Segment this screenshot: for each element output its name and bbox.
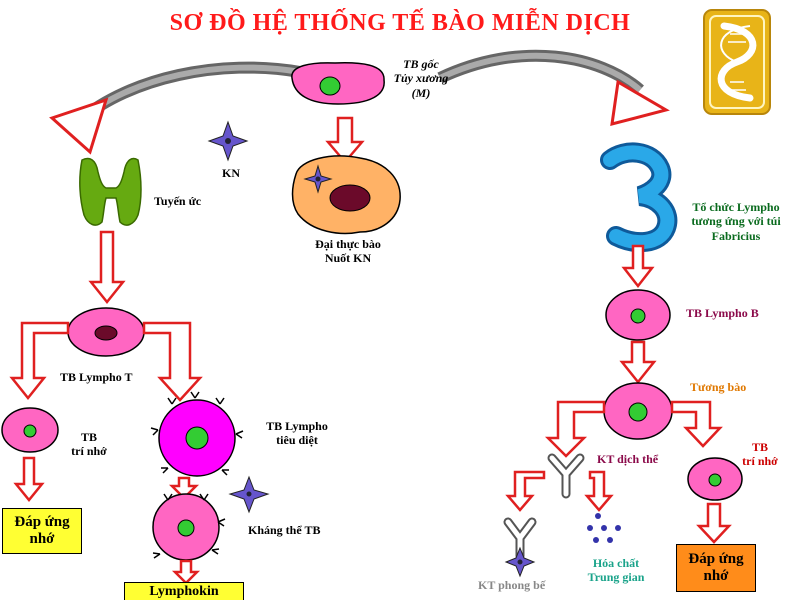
humoral-antibody-label: KT dịch thể bbox=[597, 452, 659, 466]
arrow-killer-to-antibody bbox=[168, 476, 200, 500]
thymus-label: Tuyến ức bbox=[154, 194, 202, 208]
arrow-y-to-mediator bbox=[584, 470, 614, 512]
plasma-cell bbox=[603, 382, 673, 440]
lymphokin-box: Lymphokin bbox=[124, 582, 244, 600]
memory-response-right-box: Đáp ứng nhớ bbox=[676, 544, 756, 592]
memory-response-left-box: Đáp ứng nhớ bbox=[2, 508, 82, 554]
blocking-antibody-label: KT phong bế bbox=[478, 578, 546, 592]
antibody-y-icon bbox=[547, 453, 585, 499]
antibody-t-cell bbox=[152, 493, 226, 561]
memory-response-right-line2: nhớ bbox=[703, 568, 729, 585]
macrophage-cell bbox=[291, 155, 401, 235]
memory-response-right-line1: Đáp ứng bbox=[688, 551, 744, 567]
arrow-plasma-to-memory-b bbox=[670, 400, 723, 448]
stem-cell bbox=[291, 62, 385, 105]
killer-t-label-line1: TB Lympho bbox=[266, 419, 328, 433]
lympho-t-label: TB Lympho T bbox=[60, 370, 133, 384]
stem-cell-label: TB gốc Tủy xương (M) bbox=[384, 57, 458, 100]
memory-response-left-line1: Đáp ứng bbox=[14, 514, 70, 530]
memory-t-label: TB trí nhớ bbox=[64, 430, 114, 459]
antibody-tb-label: Kháng thể TB bbox=[248, 523, 321, 537]
plasma-label: Tương bào bbox=[690, 380, 747, 394]
mediator-label-line1: Hóa chất bbox=[592, 556, 640, 570]
killer-t-cell bbox=[150, 391, 244, 477]
stem-cell-label-line1: TB gốc bbox=[403, 57, 439, 71]
arrow-plasma-to-humoral bbox=[544, 400, 606, 458]
arrow-antibody-to-lymphokin bbox=[171, 559, 201, 585]
killer-t-label-line2: tiêu diệt bbox=[276, 433, 318, 448]
arrow-t-to-killer bbox=[142, 321, 203, 402]
arrow-t-to-memory bbox=[9, 321, 70, 401]
memory-response-left-line2: nhớ bbox=[29, 531, 55, 548]
lympho-t-cell bbox=[67, 307, 145, 357]
dna-logo-icon bbox=[703, 9, 771, 115]
curve-arrow-right bbox=[437, 49, 670, 127]
arrow-memory-t-to-response bbox=[13, 456, 45, 502]
arrow-stem-to-macrophage bbox=[325, 116, 365, 164]
thymus-icon bbox=[79, 157, 142, 226]
arrow-thymus-to-t bbox=[88, 230, 126, 305]
macrophage-label: Đại thực bào Nuốt KN bbox=[300, 237, 396, 266]
memory-t-cell bbox=[1, 407, 59, 453]
arrow-memory-b-to-response bbox=[696, 502, 732, 544]
lymphoid-tissue-icon bbox=[600, 142, 678, 253]
memory-b-label-line2: trí nhớ bbox=[742, 454, 778, 469]
antigen-star-icon-2 bbox=[228, 475, 270, 514]
memory-b-label-line1: TB bbox=[751, 440, 768, 454]
killer-t-label: TB Lympho tiêu diệt bbox=[252, 419, 342, 448]
mediator-label-line2: Trung gian bbox=[587, 570, 645, 585]
curve-arrow-left bbox=[49, 61, 302, 155]
memory-t-label-line2: trí nhớ bbox=[71, 444, 107, 459]
blocking-antibody-icon bbox=[503, 517, 537, 578]
memory-b-cell bbox=[687, 457, 743, 501]
lymphoid-tissue-label-line1: Tổ chức Lympho bbox=[692, 200, 780, 214]
memory-t-label-line1: TB bbox=[80, 430, 97, 444]
lymphoid-tissue-label-line2: tương ứng với túi bbox=[691, 214, 781, 229]
lympho-b-label: TB Lympho B bbox=[686, 306, 759, 320]
antigen-label: KN bbox=[222, 166, 240, 180]
mediator-label: Hóa chất Trung gian bbox=[576, 556, 656, 585]
lymphoid-tissue-label: Tổ chức Lympho tương ứng với túi Fabrici… bbox=[676, 200, 796, 243]
lymphoid-tissue-label-line3: Fabricius bbox=[711, 228, 761, 243]
arrow-tissue-to-b bbox=[621, 244, 655, 289]
macrophage-label-line2: Nuốt KN bbox=[324, 251, 372, 266]
stem-cell-label-line3: (M) bbox=[411, 85, 431, 100]
diagram-title: SƠ ĐỒ HỆ THỐNG TẾ BÀO MIỄN DỊCH bbox=[169, 10, 631, 36]
arrow-y-to-blocking bbox=[505, 470, 546, 512]
lympho-b-cell bbox=[605, 289, 671, 341]
arrow-b-to-plasma bbox=[619, 340, 657, 385]
macrophage-label-line1: Đại thực bào bbox=[315, 237, 381, 251]
antigen-star-icon bbox=[207, 120, 249, 162]
stem-cell-label-line2: Tủy xương bbox=[393, 71, 449, 86]
memory-b-label: TB trí nhớ bbox=[738, 440, 782, 469]
mediator-dots-icon bbox=[587, 513, 621, 543]
